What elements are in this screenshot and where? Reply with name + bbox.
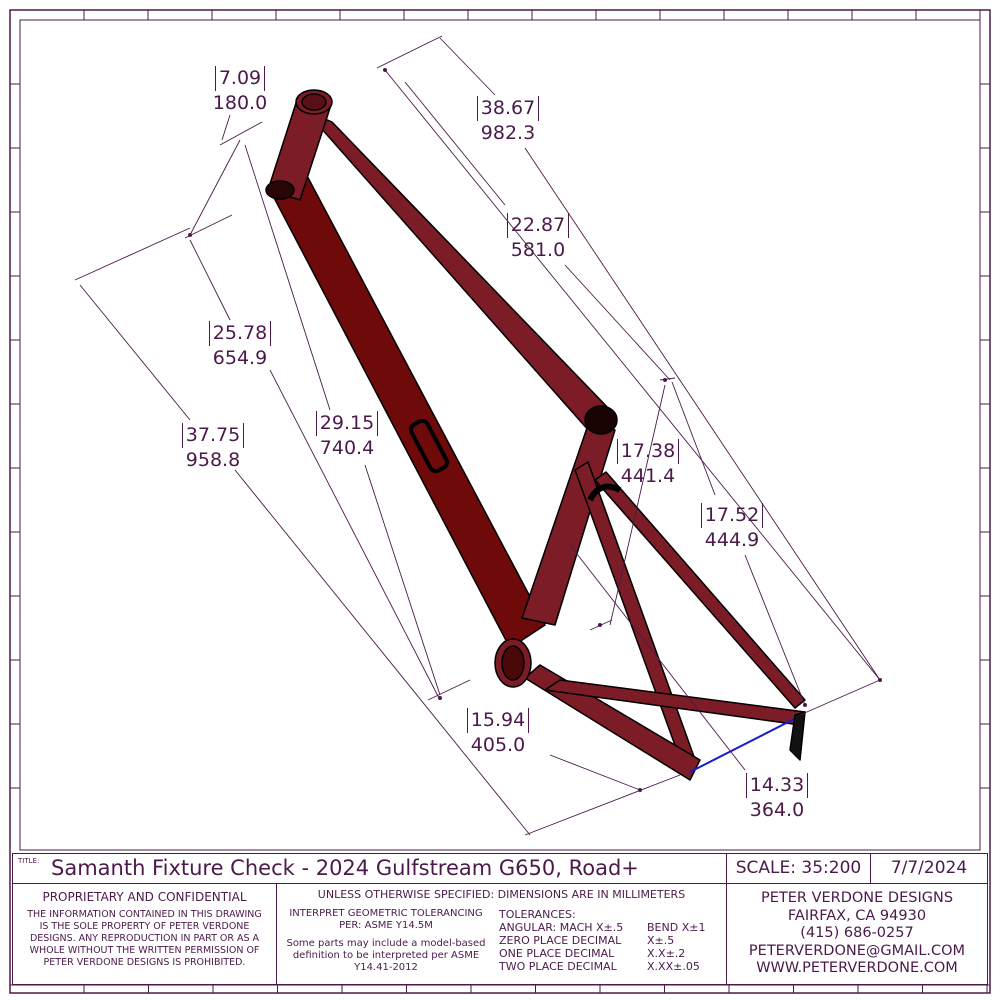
tolerance-value: X±.5 [647, 934, 675, 947]
seat-collar [584, 405, 618, 435]
seat-stay-bridge [587, 483, 622, 502]
date: 7/7/2024 [890, 858, 968, 878]
dimension-inch: 29.15 [315, 411, 379, 436]
scale-cell: SCALE: 35:200 [726, 853, 871, 884]
scale: SCALE: 35:200 [735, 858, 862, 878]
dimension-mm: 444.9 [704, 529, 760, 551]
headset-cup [265, 180, 295, 200]
border-ticks [10, 10, 990, 993]
seat-stay-right [594, 471, 806, 709]
dimension-inch: 37.75 [181, 423, 245, 448]
tolerance-value: X.XX±.05 [647, 960, 700, 973]
dimension-mm: 405.0 [470, 734, 526, 756]
rear-axle [689, 715, 801, 773]
tolerance-row: ONE PLACE DECIMAL X.X±.2 [499, 947, 705, 960]
company-city: FAIRFAX, CA 94930 [787, 907, 927, 924]
bike-frame [265, 89, 806, 781]
dimension-mm: 180.0 [212, 92, 268, 114]
company-phone: (415) 686-0257 [800, 925, 914, 941]
company-cell: PETER VERDONE DESIGNS FAIRFAX, CA 94930 … [726, 883, 988, 985]
title-cell: TITLE: Samanth Fixture Check - 2024 Gulf… [12, 853, 727, 884]
tolerance-label: ANGULAR: MACH X±.5 [499, 921, 624, 934]
mbd-note: Some parts may include a model-based def… [286, 938, 486, 973]
dimension-inch: 7.09 [214, 66, 266, 91]
dimension-inch: 17.52 [700, 503, 764, 528]
dimension-mm: 364.0 [749, 799, 805, 821]
tolerance-row: ZERO PLACE DECIMAL X±.5 [499, 934, 705, 947]
company-email[interactable]: PETERVERDONE@GMAIL.COM [748, 942, 966, 959]
proprietary-cell: PROPRIETARY AND CONFIDENTIAL THE INFORMA… [12, 883, 277, 985]
proprietary-heading: PROPRIETARY AND CONFIDENTIAL [42, 890, 247, 904]
proprietary-text: THE INFORMATION CONTAINED IN THIS DRAWIN… [27, 909, 262, 968]
dimension-mm: 581.0 [510, 239, 566, 261]
tolerance-label: TWO PLACE DECIMAL [499, 960, 617, 973]
dimension-inch: 15.94 [466, 708, 530, 733]
dimension-mm: 654.9 [212, 347, 268, 369]
notes-cell: UNLESS OTHERWISE SPECIFIED: DIMENSIONS A… [276, 883, 727, 985]
sheet-border [9, 9, 991, 994]
dimension-mm: 982.3 [480, 122, 536, 144]
tolerance-value: X.X±.2 [647, 947, 686, 960]
bottle-boss [408, 418, 450, 474]
drawing-title: Samanth Fixture Check - 2024 Gulfstream … [51, 856, 639, 880]
bottom-bracket-bore [501, 645, 525, 681]
dimension-inch: 25.78 [208, 321, 272, 346]
tolerance-label: ONE PLACE DECIMAL [499, 947, 615, 960]
tolerance-row: ANGULAR: MACH X±.5 BEND X±1 [499, 921, 705, 934]
gdt-note: INTERPRET GEOMETRIC TOLERANCING PER: ASM… [289, 908, 483, 931]
dimension-inch: 17.38 [616, 439, 680, 464]
title-label: TITLE: [18, 857, 40, 865]
dimension-inch: 38.67 [476, 96, 540, 121]
dimension-inch: 22.87 [506, 213, 570, 238]
dimension-inch: 14.33 [745, 773, 809, 798]
arrowheads [188, 68, 882, 792]
tolerances-heading: TOLERANCES: [499, 908, 576, 921]
dimension-mm: 740.4 [319, 437, 375, 459]
dimension-mm: 958.8 [185, 449, 241, 471]
date-cell: 7/7/2024 [870, 853, 988, 884]
company-name: PETER VERDONE DESIGNS [760, 890, 954, 906]
head-tube-bore [301, 93, 327, 111]
tolerance-row: TWO PLACE DECIMAL X.XX±.05 [499, 960, 705, 973]
dimension-mm: 441.4 [620, 465, 676, 487]
tolerance-value: BEND X±1 [647, 921, 706, 934]
tolerance-label: ZERO PLACE DECIMAL [499, 934, 622, 947]
units-note: UNLESS OTHERWISE SPECIFIED: DIMENSIONS A… [317, 888, 686, 901]
company-web[interactable]: WWW.PETERVERDONE.COM [756, 960, 958, 976]
dropout [789, 711, 806, 761]
dimension-lines [74, 35, 881, 836]
